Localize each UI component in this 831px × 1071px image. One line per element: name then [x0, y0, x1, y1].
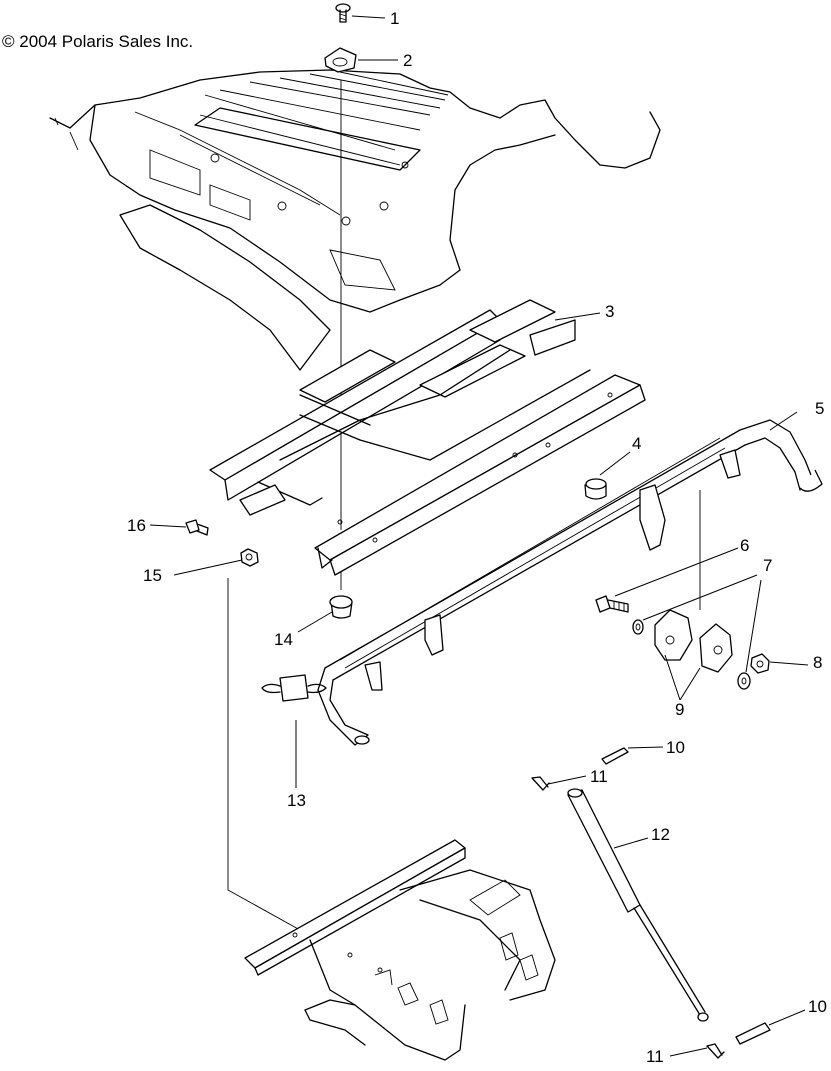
- callout-11b: 11: [646, 1047, 664, 1066]
- callout-14: 14: [274, 630, 293, 649]
- copyright-text: © 2004 Polaris Sales Inc.: [2, 32, 194, 51]
- callout-leaders: [149, 15, 809, 1057]
- callout-3: 3: [605, 302, 615, 321]
- part-2-clip-nut: [324, 47, 357, 73]
- part-4-plug: [584, 478, 607, 500]
- callout-11a: 11: [590, 767, 608, 786]
- callout-4: 4: [632, 434, 642, 453]
- callout-15: 15: [143, 566, 162, 585]
- part-11-clip: [531, 776, 725, 1059]
- rear-fender-body: [49, 69, 661, 371]
- callout-5: 5: [815, 399, 825, 418]
- callout-9: 9: [675, 700, 685, 719]
- part-14-grommet: [329, 595, 353, 619]
- part-1-screw: [335, 3, 351, 23]
- part-7-washer: [632, 619, 751, 690]
- part-15-flange-nut: [240, 548, 259, 567]
- part-12-gas-strut: [567, 788, 709, 1022]
- callout-12: 12: [651, 825, 670, 844]
- part-6-bolt: [595, 595, 629, 613]
- callout-8: 8: [813, 653, 823, 672]
- part-8-nut: [750, 653, 770, 674]
- callout-10b: 10: [808, 997, 827, 1016]
- callout-6: 6: [740, 536, 750, 555]
- part-13-spring: [261, 674, 327, 702]
- callout-16: 16: [127, 516, 146, 535]
- part-5-rack-bar: [317, 419, 823, 746]
- part-16-bolt: [185, 519, 209, 536]
- support-bracket-assembly: [244, 839, 556, 1061]
- part-10-pin: [601, 747, 771, 1045]
- part-3-rack-frame: [209, 299, 646, 576]
- callout-10a: 10: [666, 738, 685, 757]
- callout-2: 2: [403, 51, 413, 70]
- callout-7: 7: [763, 556, 773, 575]
- callout-1: 1: [390, 9, 400, 28]
- callout-13: 13: [287, 791, 306, 810]
- part-9-clamp: [654, 609, 733, 673]
